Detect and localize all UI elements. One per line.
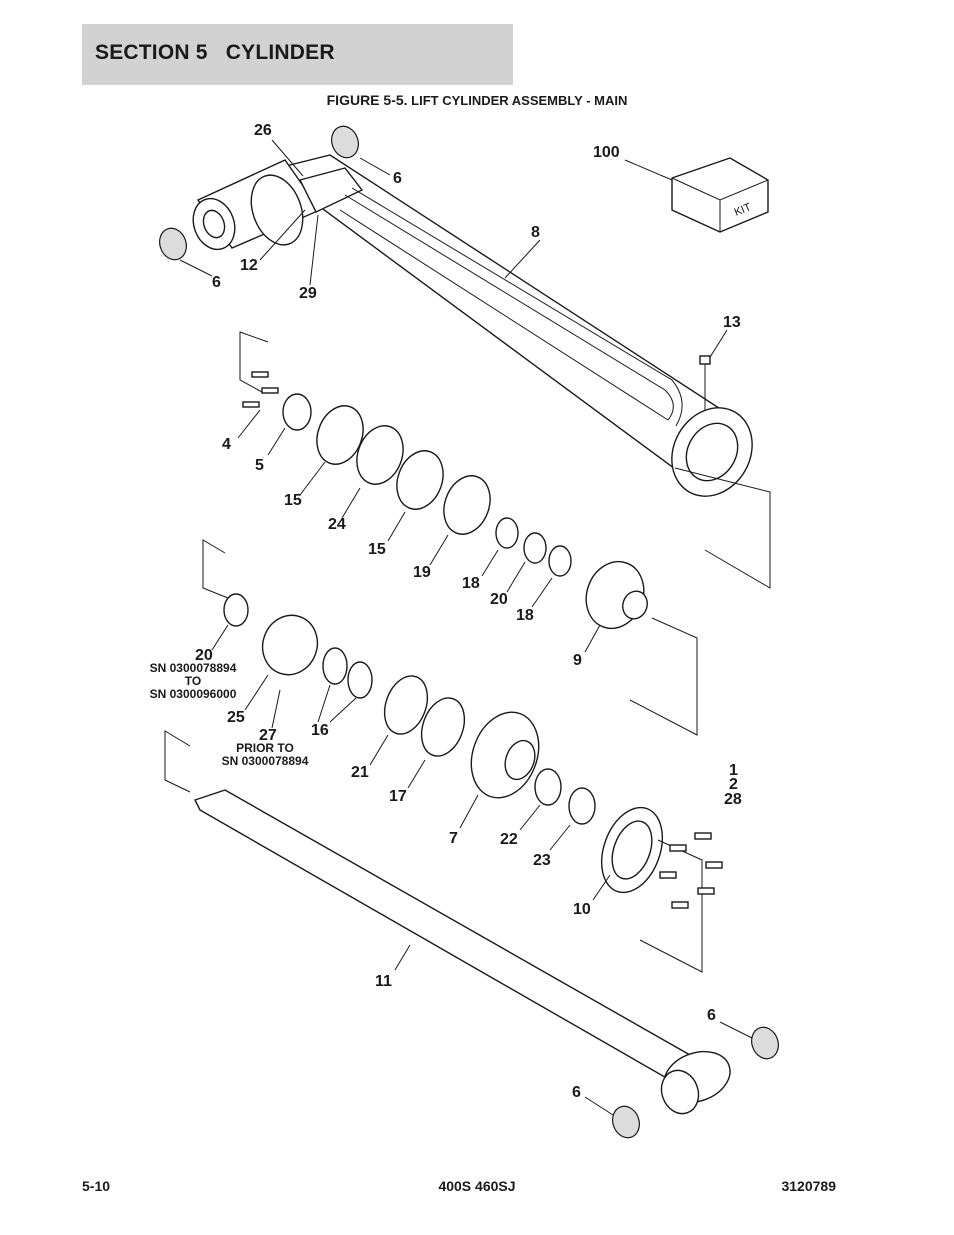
callout-6-right: 6 <box>707 1007 716 1024</box>
callout-23: 23 <box>533 852 551 869</box>
figure-title: LIFT CYLINDER ASSEMBLY - MAIN <box>411 93 628 108</box>
kit-box: KIT <box>671 157 769 233</box>
callout-1: 1 <box>729 762 738 779</box>
callout-29: 29 <box>299 285 317 302</box>
figure-number: FIGURE 5-5. <box>326 92 408 108</box>
callout-21: 21 <box>351 764 369 781</box>
callout-13: 13 <box>723 314 741 331</box>
callout-18-b: 18 <box>516 607 534 624</box>
callout-15-b: 15 <box>368 541 386 558</box>
callout-6-bottom: 6 <box>572 1084 581 1101</box>
prior-to-line1: PRIOR TO <box>236 741 294 755</box>
callout-15-a: 15 <box>284 492 302 509</box>
callout-26: 26 <box>254 122 272 139</box>
bushing-parts <box>159 125 779 1139</box>
seal-rings <box>223 393 664 894</box>
callout-22: 22 <box>500 831 518 848</box>
callout-27: 27 <box>259 727 277 744</box>
serial-number-notes: SN 0300078894 TO SN 0300096000 PRIOR TO … <box>150 661 309 768</box>
callout-10: 10 <box>573 901 591 918</box>
callout-5: 5 <box>255 457 264 474</box>
callout-6-left: 6 <box>212 274 221 291</box>
callout-labels: 26 6 100 8 12 6 29 13 4 5 15 24 15 19 18… <box>195 122 742 1101</box>
callout-25: 25 <box>227 709 245 726</box>
sn-range-line1: SN 0300078894 <box>150 661 237 675</box>
section-title: SECTION 5 CYLINDER <box>95 41 335 64</box>
cylinder-rod <box>194 789 731 1115</box>
callout-9: 9 <box>573 652 582 669</box>
cylinder-barrel <box>192 154 753 497</box>
sn-range-line3: SN 0300096000 <box>150 687 237 701</box>
callout-100: 100 <box>593 144 620 161</box>
callout-12: 12 <box>240 257 258 274</box>
callout-24: 24 <box>328 516 346 533</box>
figure-caption: FIGURE 5-5. LIFT CYLINDER ASSEMBLY - MAI… <box>0 92 954 108</box>
callout-17: 17 <box>389 788 407 805</box>
leader-lines <box>179 139 753 1116</box>
callout-7: 7 <box>449 830 458 847</box>
hardware-bolts <box>242 355 723 909</box>
callout-28: 28 <box>724 791 742 808</box>
callout-11: 11 <box>375 973 392 990</box>
model-name: 400S 460SJ <box>438 1178 516 1194</box>
section-banner: SECTION 5 CYLINDER <box>82 24 513 85</box>
page-number: 5-10 <box>82 1178 111 1194</box>
callout-4: 4 <box>222 436 231 453</box>
document-number: 3120789 <box>781 1178 836 1194</box>
callout-2: 2 <box>729 776 738 793</box>
callout-20-b: 20 <box>195 647 213 664</box>
callout-6-upper: 6 <box>393 170 402 187</box>
callout-8: 8 <box>531 224 540 241</box>
sn-range-line2: TO <box>185 674 201 688</box>
callout-19: 19 <box>413 564 431 581</box>
callout-18-a: 18 <box>462 575 480 592</box>
callout-16: 16 <box>311 722 329 739</box>
callout-20-a: 20 <box>490 591 508 608</box>
alignment-lines <box>164 331 771 973</box>
prior-to-line2: SN 0300078894 <box>222 754 309 768</box>
